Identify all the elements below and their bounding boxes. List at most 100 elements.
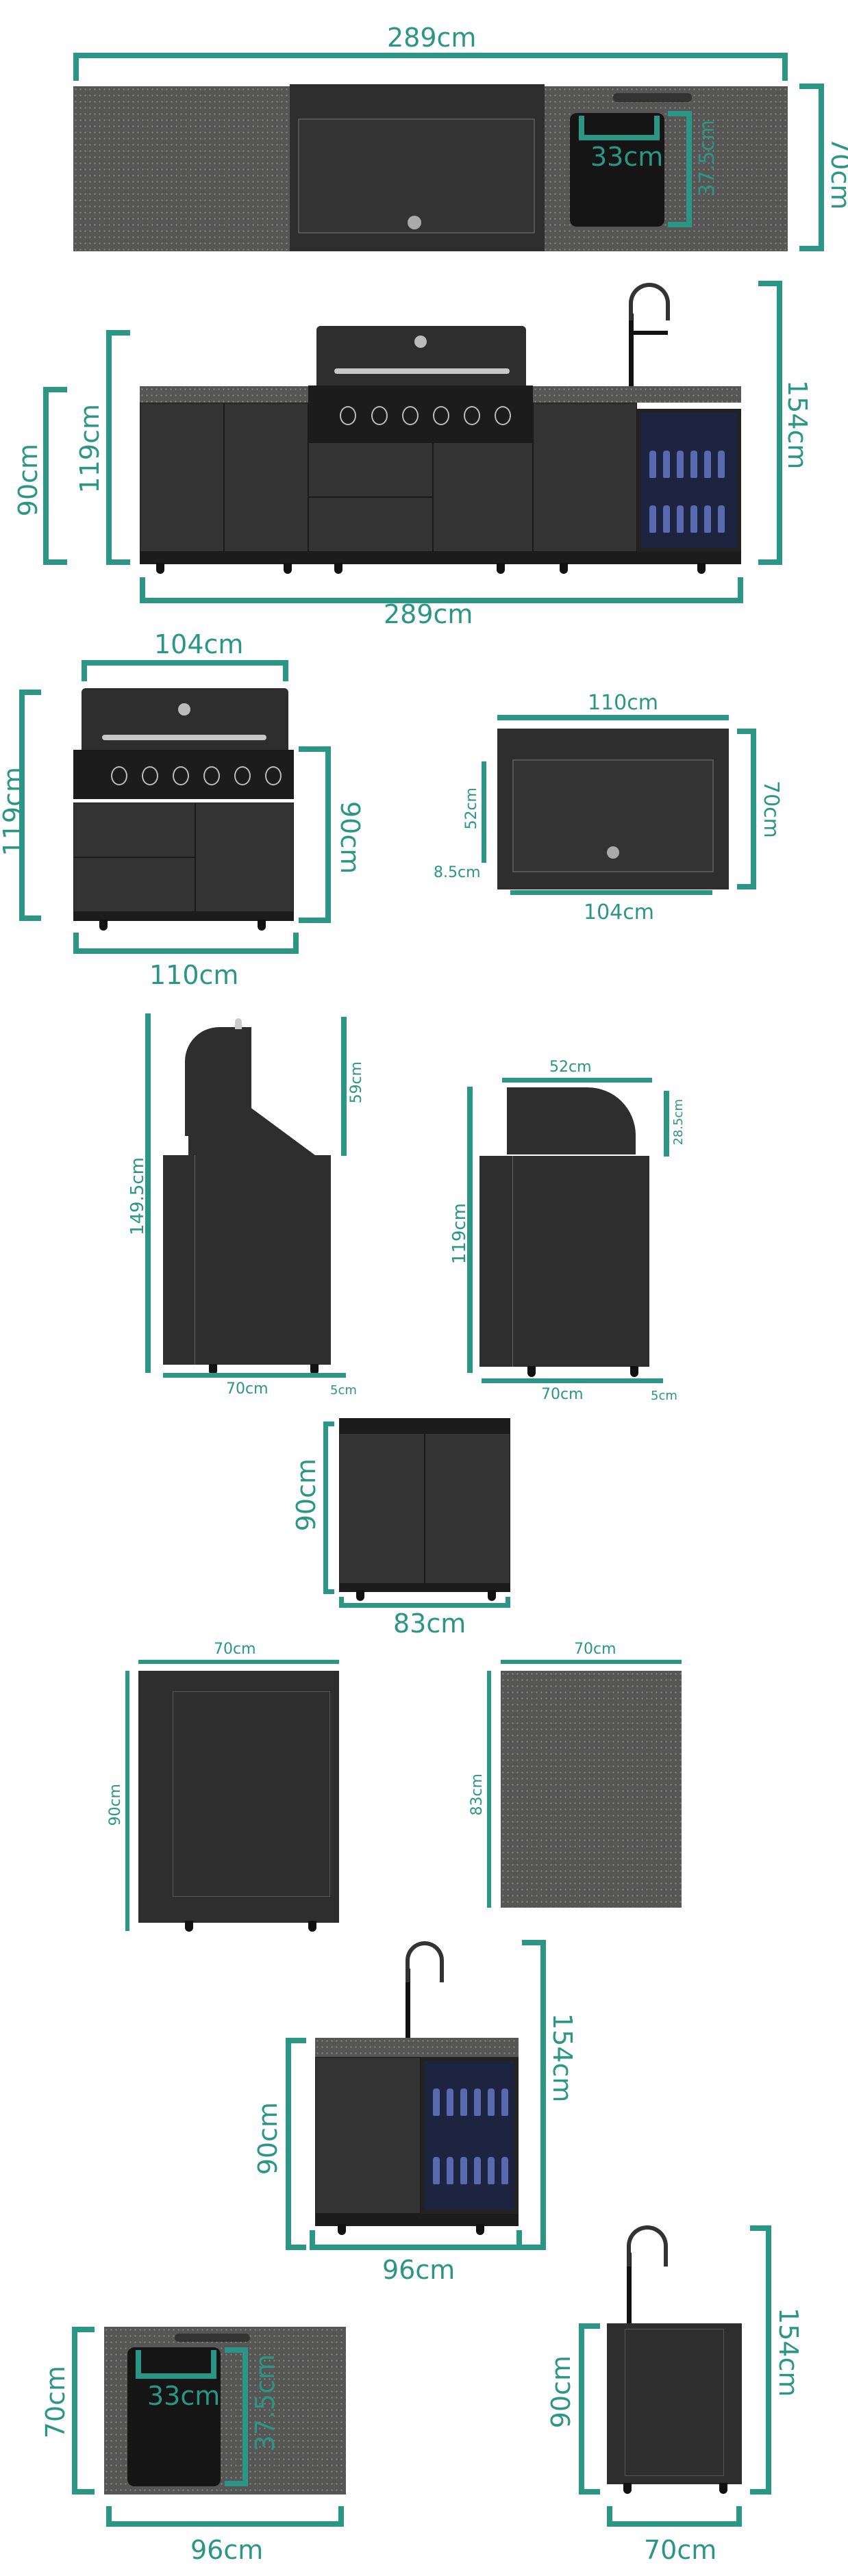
grill-door[interactable]	[433, 442, 533, 552]
sink-cabinet-door[interactable]	[533, 403, 637, 552]
dim-width-label: 289cm	[384, 599, 473, 629]
dim-faucet-height-bracket	[522, 1940, 546, 2250]
plinth	[140, 552, 741, 564]
cabinet-detail	[315, 2214, 519, 2226]
sink-cabinet-door[interactable]	[315, 2057, 421, 2214]
caster-wheel	[338, 2224, 346, 2235]
dim-width-bracket	[487, 1671, 491, 1908]
dim-counter-height-label: 90cm	[253, 2102, 283, 2175]
dim-sink-depth-bracket	[225, 2347, 248, 2486]
dim-lid-height-bracket	[341, 1017, 347, 1156]
grill-drawer[interactable]	[73, 803, 195, 857]
cabinet-detail	[629, 283, 670, 320]
thermometer-icon	[408, 216, 421, 229]
dim-width-bracket	[497, 715, 729, 720]
burner-knob[interactable]	[234, 766, 251, 785]
grill-door[interactable]	[195, 803, 294, 912]
burner-knob[interactable]	[111, 766, 127, 785]
dim-width-bracket	[140, 577, 743, 603]
dim-height-label: 90cm	[291, 1459, 321, 1532]
faucet-top	[613, 93, 692, 102]
left-cabinet-door[interactable]	[140, 403, 224, 552]
dim-height-bracket	[467, 1087, 473, 1373]
dim-counter-height-bracket	[286, 2038, 306, 2250]
bottle	[474, 2088, 481, 2116]
dim-height-bracket	[19, 690, 41, 921]
dim-depth-label: 70cm	[541, 1386, 584, 1403]
dim-top-width-bracket	[82, 660, 288, 681]
bottle	[501, 2088, 508, 2116]
dim-depth-bracket	[607, 2506, 742, 2527]
firebox	[188, 1099, 315, 1155]
dim-height-label: 149.5cm	[127, 1157, 148, 1236]
bottle	[501, 2157, 508, 2184]
dim-lid-height-label: 59cm	[348, 1061, 365, 1104]
cabinet-side	[512, 1156, 649, 1367]
dim-depth-label: 70cm	[40, 2366, 71, 2439]
bottle	[447, 2088, 453, 2116]
right-worktop	[533, 386, 741, 403]
bottle	[447, 2157, 453, 2184]
dim-depth-label: 70cm	[226, 1380, 269, 1398]
dim-width-bracket	[73, 933, 299, 954]
caster-wheel	[356, 1590, 364, 1601]
cabinet-detail	[406, 1969, 410, 2038]
burner-knob[interactable]	[203, 766, 220, 785]
dim-hood-depth-bracket	[502, 1078, 652, 1083]
dim-depth-bracket	[72, 2327, 95, 2495]
dim-height-bracket	[125, 1671, 129, 1931]
left-cabinet-door[interactable]	[224, 403, 308, 552]
sink-worktop	[315, 2038, 519, 2057]
dim-width-bracket	[310, 2230, 522, 2250]
caster-wheel	[334, 563, 342, 574]
burner-knob[interactable]	[340, 406, 356, 425]
dim-sink-depth-label: 37.5cm	[695, 120, 719, 197]
cabinet-door[interactable]	[339, 1433, 425, 1584]
control-panel	[308, 386, 533, 442]
dim-height-label: 90cm	[546, 2356, 576, 2429]
dim-hood-height-bracket	[664, 1091, 669, 1157]
dim-sink-width-label: 33cm	[590, 142, 664, 172]
dim-counter-height-label: 90cm	[13, 444, 43, 517]
cabinet-detail	[73, 912, 294, 921]
hood-handle[interactable]	[334, 368, 510, 374]
hood-handle[interactable]	[102, 735, 266, 740]
cabinet-door[interactable]	[425, 1433, 510, 1584]
burner-knob[interactable]	[173, 766, 189, 785]
dim-height-label: 90cm	[107, 1784, 124, 1826]
burner-knob[interactable]	[265, 766, 282, 785]
cabinet-detail	[339, 1584, 510, 1592]
dim-width-label: 289cm	[387, 23, 477, 53]
beverage-fridge[interactable]	[637, 409, 741, 552]
thermometer-icon	[414, 336, 427, 348]
dim-width-label: 96cm	[382, 2255, 456, 2285]
grill-drawer[interactable]	[308, 497, 433, 552]
bottle	[433, 2088, 440, 2116]
faucet-icon	[397, 1941, 452, 2038]
burner-knob[interactable]	[142, 766, 158, 785]
lid-handle[interactable]	[235, 1018, 242, 1029]
dim-width-label: 110cm	[149, 960, 239, 990]
dim-overhang-label: 5cm	[330, 1383, 357, 1398]
dim-hood-height-label: 28.5cm	[671, 1099, 686, 1146]
dim-width-bracket	[106, 2506, 344, 2527]
dim-width-bracket	[339, 1597, 510, 1608]
caster-wheel	[209, 1364, 217, 1375]
grill-drawer[interactable]	[73, 857, 195, 912]
caster-wheel	[476, 2224, 484, 2235]
dim-inner-width-bracket	[510, 890, 712, 895]
dim-depth-label: 70cm	[644, 2535, 717, 2565]
caster-wheel	[258, 920, 266, 931]
burner-knob[interactable]	[402, 406, 419, 425]
grill-drawer[interactable]	[308, 442, 433, 497]
burner-knob[interactable]	[433, 406, 449, 425]
burner-knob[interactable]	[495, 406, 511, 425]
dim-width-label: 83cm	[469, 1773, 486, 1816]
dim-counter-height-label: 90cm	[335, 801, 365, 874]
beverage-fridge[interactable]	[421, 2057, 519, 2214]
caster-wheel	[697, 563, 706, 574]
cabinet-detail	[173, 1691, 330, 1897]
burner-knob[interactable]	[371, 406, 388, 425]
sink-basin	[570, 113, 664, 227]
burner-knob[interactable]	[464, 406, 480, 425]
